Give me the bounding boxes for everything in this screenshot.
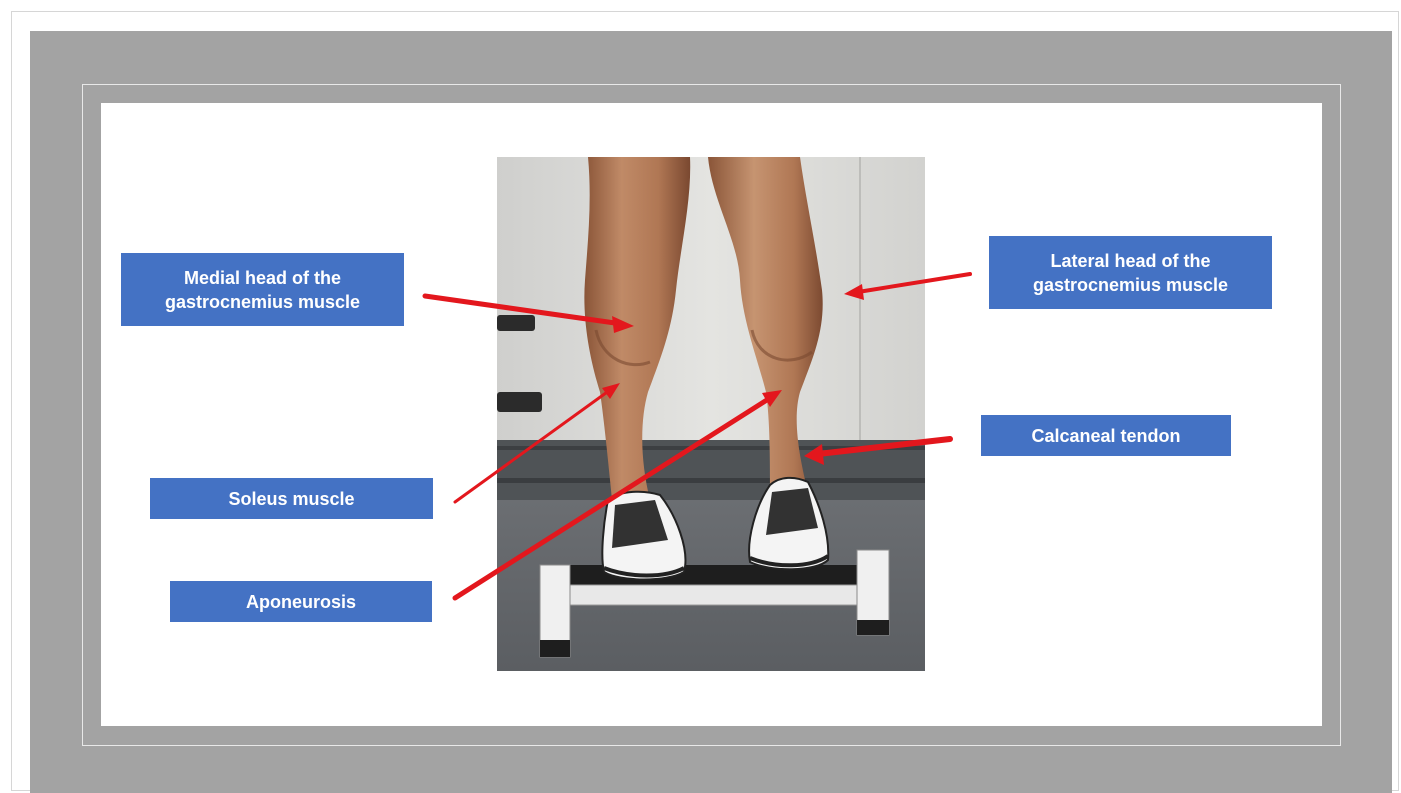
label-medial-head: Medial head of the gastrocnemius muscle xyxy=(121,253,404,326)
label-aponeurosis: Aponeurosis xyxy=(170,581,432,622)
label-lateral-head: Lateral head of the gastrocnemius muscle xyxy=(989,236,1272,309)
label-calcaneal-tendon: Calcaneal tendon xyxy=(981,415,1231,456)
calf-raise-photo xyxy=(497,157,925,671)
label-soleus: Soleus muscle xyxy=(150,478,433,519)
